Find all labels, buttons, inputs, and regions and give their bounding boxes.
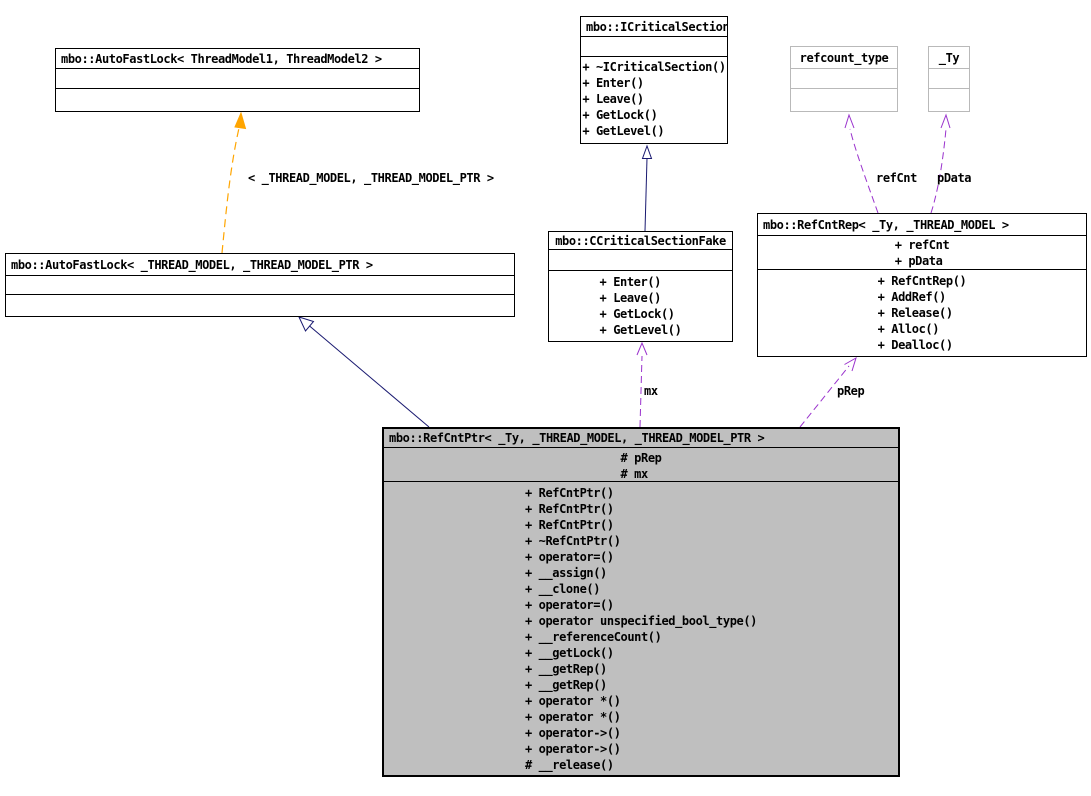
method-item: + RefCntPtr() — [524, 486, 614, 500]
method-item: # __release() — [524, 758, 614, 772]
class-title: mbo::AutoFastLock< _THREAD_MODEL, _THREA… — [6, 254, 514, 276]
method-item: + operator *() — [524, 694, 621, 708]
edge-label-refcnt: refCnt — [876, 171, 917, 185]
attributes-compartment-empty — [549, 250, 732, 271]
method-item: + RefCntRep() — [877, 274, 967, 288]
class-title: refcount_type — [791, 47, 897, 69]
method-item: + GetLevel() — [599, 323, 682, 337]
methods-compartment-empty — [6, 295, 514, 315]
attribute-item: # pRep — [620, 451, 662, 465]
class-node-refcount-type[interactable]: refcount_type — [790, 46, 898, 112]
method-item: + RefCntPtr() — [524, 502, 614, 516]
method-item: + GetLock() — [582, 108, 658, 122]
attribute-item: # mx — [620, 467, 649, 481]
method-item: + operator->() — [524, 726, 621, 740]
method-item: + RefCntPtr() — [524, 518, 614, 532]
class-title: mbo::RefCntRep< _Ty, _THREAD_MODEL > — [758, 214, 1086, 236]
methods-compartment-empty — [791, 89, 897, 109]
class-node-icriticalsection[interactable]: mbo::ICriticalSection + ~ICriticalSectio… — [580, 16, 728, 144]
method-item: + ~ICriticalSection() — [582, 60, 726, 74]
class-title: mbo::CCriticalSectionFake — [549, 232, 732, 250]
method-item: + AddRef() — [877, 290, 947, 304]
class-title: mbo::AutoFastLock< ThreadModel1, ThreadM… — [56, 49, 419, 69]
edge-inheritance-fake-to-icritical — [644, 157, 648, 232]
edge-template-instantiation — [221, 127, 240, 254]
class-title: mbo::ICriticalSection — [581, 17, 727, 37]
attribute-item: + refCnt — [894, 238, 950, 252]
arrowhead-template-instantiation — [234, 111, 247, 130]
edge-usage-pdata — [930, 128, 947, 214]
arrowhead-usage-mx — [636, 341, 648, 356]
class-node-refcntrep[interactable]: mbo::RefCntRep< _Ty, _THREAD_MODEL > + r… — [757, 213, 1087, 357]
edge-label-prep: pRep — [837, 384, 865, 398]
attributes-compartment: # pRep # mx — [384, 448, 898, 482]
class-title: mbo::RefCntPtr< _Ty, _THREAD_MODEL, _THR… — [384, 429, 898, 448]
methods-compartment-empty — [929, 89, 969, 109]
method-item: + Release() — [877, 306, 953, 320]
method-item: + operator->() — [524, 742, 621, 756]
method-item: + Enter() — [599, 275, 662, 289]
class-node-autofastlock-instance[interactable]: mbo::AutoFastLock< _THREAD_MODEL, _THREA… — [5, 253, 515, 317]
edge-label-pdata: pData — [937, 171, 972, 185]
method-item: + Alloc() — [877, 322, 940, 336]
method-item: + GetLevel() — [582, 124, 665, 138]
attributes-compartment-empty — [6, 276, 514, 295]
edge-label-mx: mx — [644, 384, 658, 398]
method-item: + __getRep() — [524, 678, 607, 692]
arrowhead-usage-refcnt — [844, 113, 855, 129]
arrowhead-usage-prep — [844, 356, 857, 372]
methods-compartment: + RefCntPtr() + RefCntPtr() + RefCntPtr() +… — [384, 482, 898, 773]
method-item: + operator *() — [524, 710, 621, 724]
attributes-compartment-empty — [929, 69, 969, 89]
method-item: + Leave() — [599, 291, 662, 305]
attributes-compartment-empty — [581, 37, 727, 57]
attributes-compartment-empty — [791, 69, 897, 89]
method-item: + Enter() — [582, 76, 644, 90]
method-item: + ~RefCntPtr() — [524, 534, 621, 548]
method-item: + __assign() — [524, 566, 607, 580]
method-item: + __referenceCount() — [524, 630, 662, 644]
methods-compartment: + RefCntRep() + AddRef() + Release() + Allo… — [758, 270, 1086, 354]
edge-inheritance-refcntptr-to-autofastlock — [305, 322, 430, 428]
methods-compartment: + ~ICriticalSection() + Enter() + Leave() +… — [581, 57, 727, 141]
edge-usage-refcnt — [849, 128, 879, 214]
method-item: + operator=() — [524, 550, 614, 564]
method-item: + operator unspecified_bool_type() — [524, 614, 758, 628]
edge-usage-prep — [799, 365, 850, 428]
method-item: + operator=() — [524, 598, 614, 612]
arrowhead-inheritance-refcntptr-to-autofastlock — [298, 316, 315, 332]
class-node-ccriticalsectionfake[interactable]: mbo::CCriticalSectionFake + Enter()+ Lea… — [548, 231, 733, 342]
methods-compartment-empty — [56, 89, 419, 109]
method-item: + GetLock() — [599, 307, 675, 321]
attribute-item: + pData — [894, 254, 943, 268]
method-item: + Leave() — [582, 92, 644, 106]
method-item: + __getRep() — [524, 662, 607, 676]
class-node-autofastlock-generic[interactable]: mbo::AutoFastLock< ThreadModel1, ThreadM… — [55, 48, 420, 112]
attributes-compartment-empty — [56, 69, 419, 89]
method-item: + Dealloc() — [877, 338, 953, 352]
arrowhead-inheritance-fake-to-icritical — [641, 144, 653, 159]
edge-label-template-args: < _THREAD_MODEL, _THREAD_MODEL_PTR > — [248, 171, 494, 185]
methods-compartment: + Enter() + Leave() + GetLock() + GetLevel(… — [549, 271, 732, 339]
edge-usage-mx — [639, 355, 643, 428]
arrowhead-usage-pdata — [940, 113, 951, 129]
method-item: + __clone() — [524, 582, 601, 596]
attributes-compartment: + refCnt + pData — [758, 236, 1086, 270]
class-node-refcntptr[interactable]: mbo::RefCntPtr< _Ty, _THREAD_MODEL, _THR… — [382, 427, 900, 777]
method-item: + __getLock() — [524, 646, 614, 660]
class-title: _Ty — [929, 47, 969, 69]
class-node-ty[interactable]: _Ty — [928, 46, 970, 112]
